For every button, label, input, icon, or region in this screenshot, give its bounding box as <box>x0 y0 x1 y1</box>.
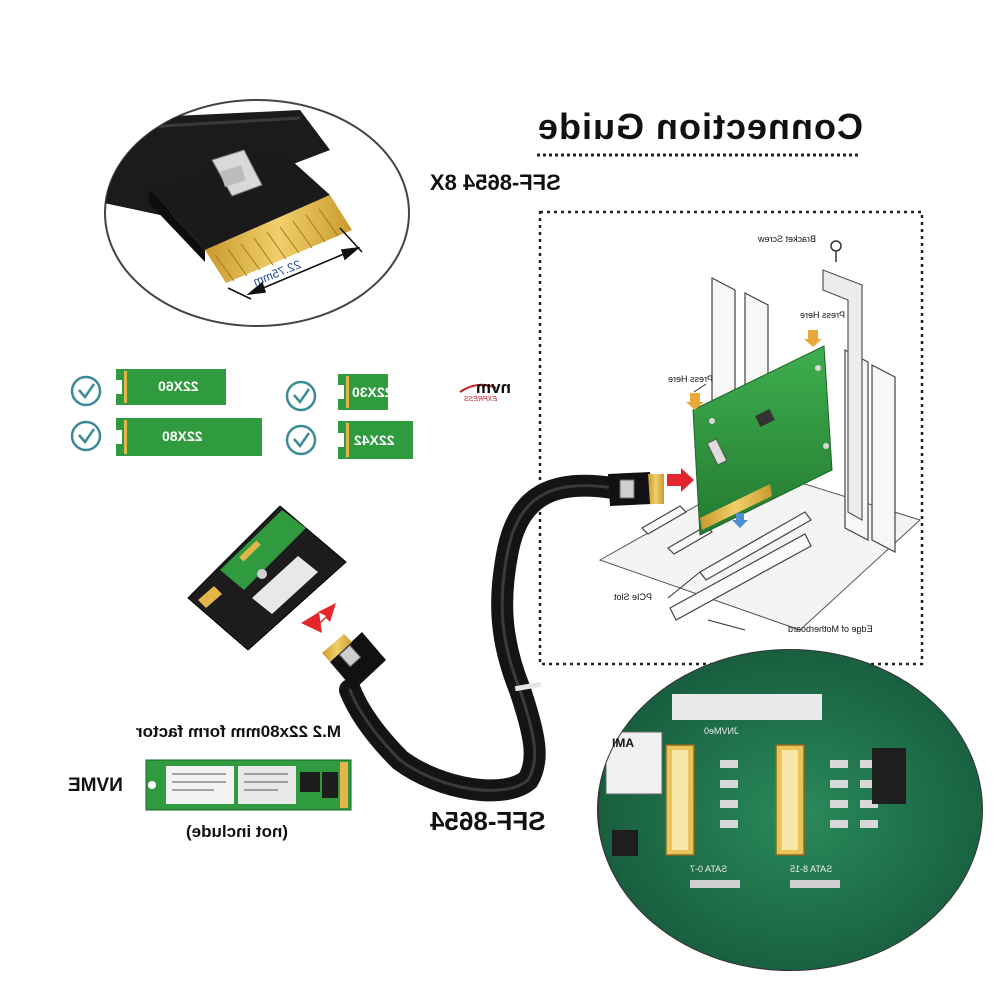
nvme-logo-text: nvm <box>476 378 511 397</box>
page-title: Connection Guide <box>537 106 863 147</box>
ssd-card-22x60 <box>116 369 226 405</box>
motherboard-photo <box>597 649 983 971</box>
nvme-logo <box>459 383 497 393</box>
form-factor-label: M.2 22x80mm form factor <box>136 722 342 741</box>
nvme-logo-sub: EXPRESS <box>464 396 498 403</box>
dimension-arrow <box>227 227 363 300</box>
mb-port-label-2: SATA 8-15 <box>790 864 833 874</box>
ssd-card-22x80 <box>116 418 262 456</box>
install-diagram <box>538 210 924 666</box>
insert-arrow-icon <box>667 468 694 492</box>
check-icon <box>70 375 102 407</box>
bracket-screw-icon <box>830 240 842 262</box>
pcie-adapter-card <box>692 345 833 536</box>
press-arrow-icon <box>686 330 822 528</box>
bracket-screw-label: Bracket Screw <box>758 234 817 244</box>
check-icon <box>285 380 317 412</box>
check-icon <box>285 424 317 456</box>
ssd-size-label: 22X30 <box>352 384 393 400</box>
check-icon <box>70 420 102 452</box>
not-include-label: (not include) <box>186 822 288 841</box>
mb-port-label-3: JNVMe0 <box>704 726 739 736</box>
sff-8654-cable <box>322 472 664 802</box>
mb-chip-label: AMI <box>612 736 634 750</box>
ssd-size-label: 22X60 <box>158 378 199 394</box>
pcie-slot-label: PCIe Slot <box>614 592 653 602</box>
ssd-size-label: 22X42 <box>354 432 395 448</box>
press-here-top-label: Press Here <box>800 310 846 320</box>
ssd-size-options <box>70 369 413 459</box>
ssd-card-22x42 <box>338 421 413 459</box>
nvme-ssd <box>145 759 352 811</box>
cable-label: SFF-8654 <box>430 806 546 836</box>
mb-port-label-1: SATA 0-7 <box>690 864 728 874</box>
nvme-label: NVME <box>68 775 123 796</box>
cable-connector-right <box>608 472 664 506</box>
ssd-card-22x30 <box>338 374 388 410</box>
press-here-label: Press Here <box>668 374 714 384</box>
m2-adapter-board <box>187 505 347 651</box>
connector-closeup <box>104 99 410 327</box>
header-connector-label: SFF-8654 8X <box>430 170 561 195</box>
cable-connector-left <box>322 632 386 690</box>
ssd-size-label: 22X80 <box>162 428 203 444</box>
motherboard-edge-label: Edge of Motherboard <box>788 624 873 634</box>
connect-arrow-icon <box>301 603 336 633</box>
